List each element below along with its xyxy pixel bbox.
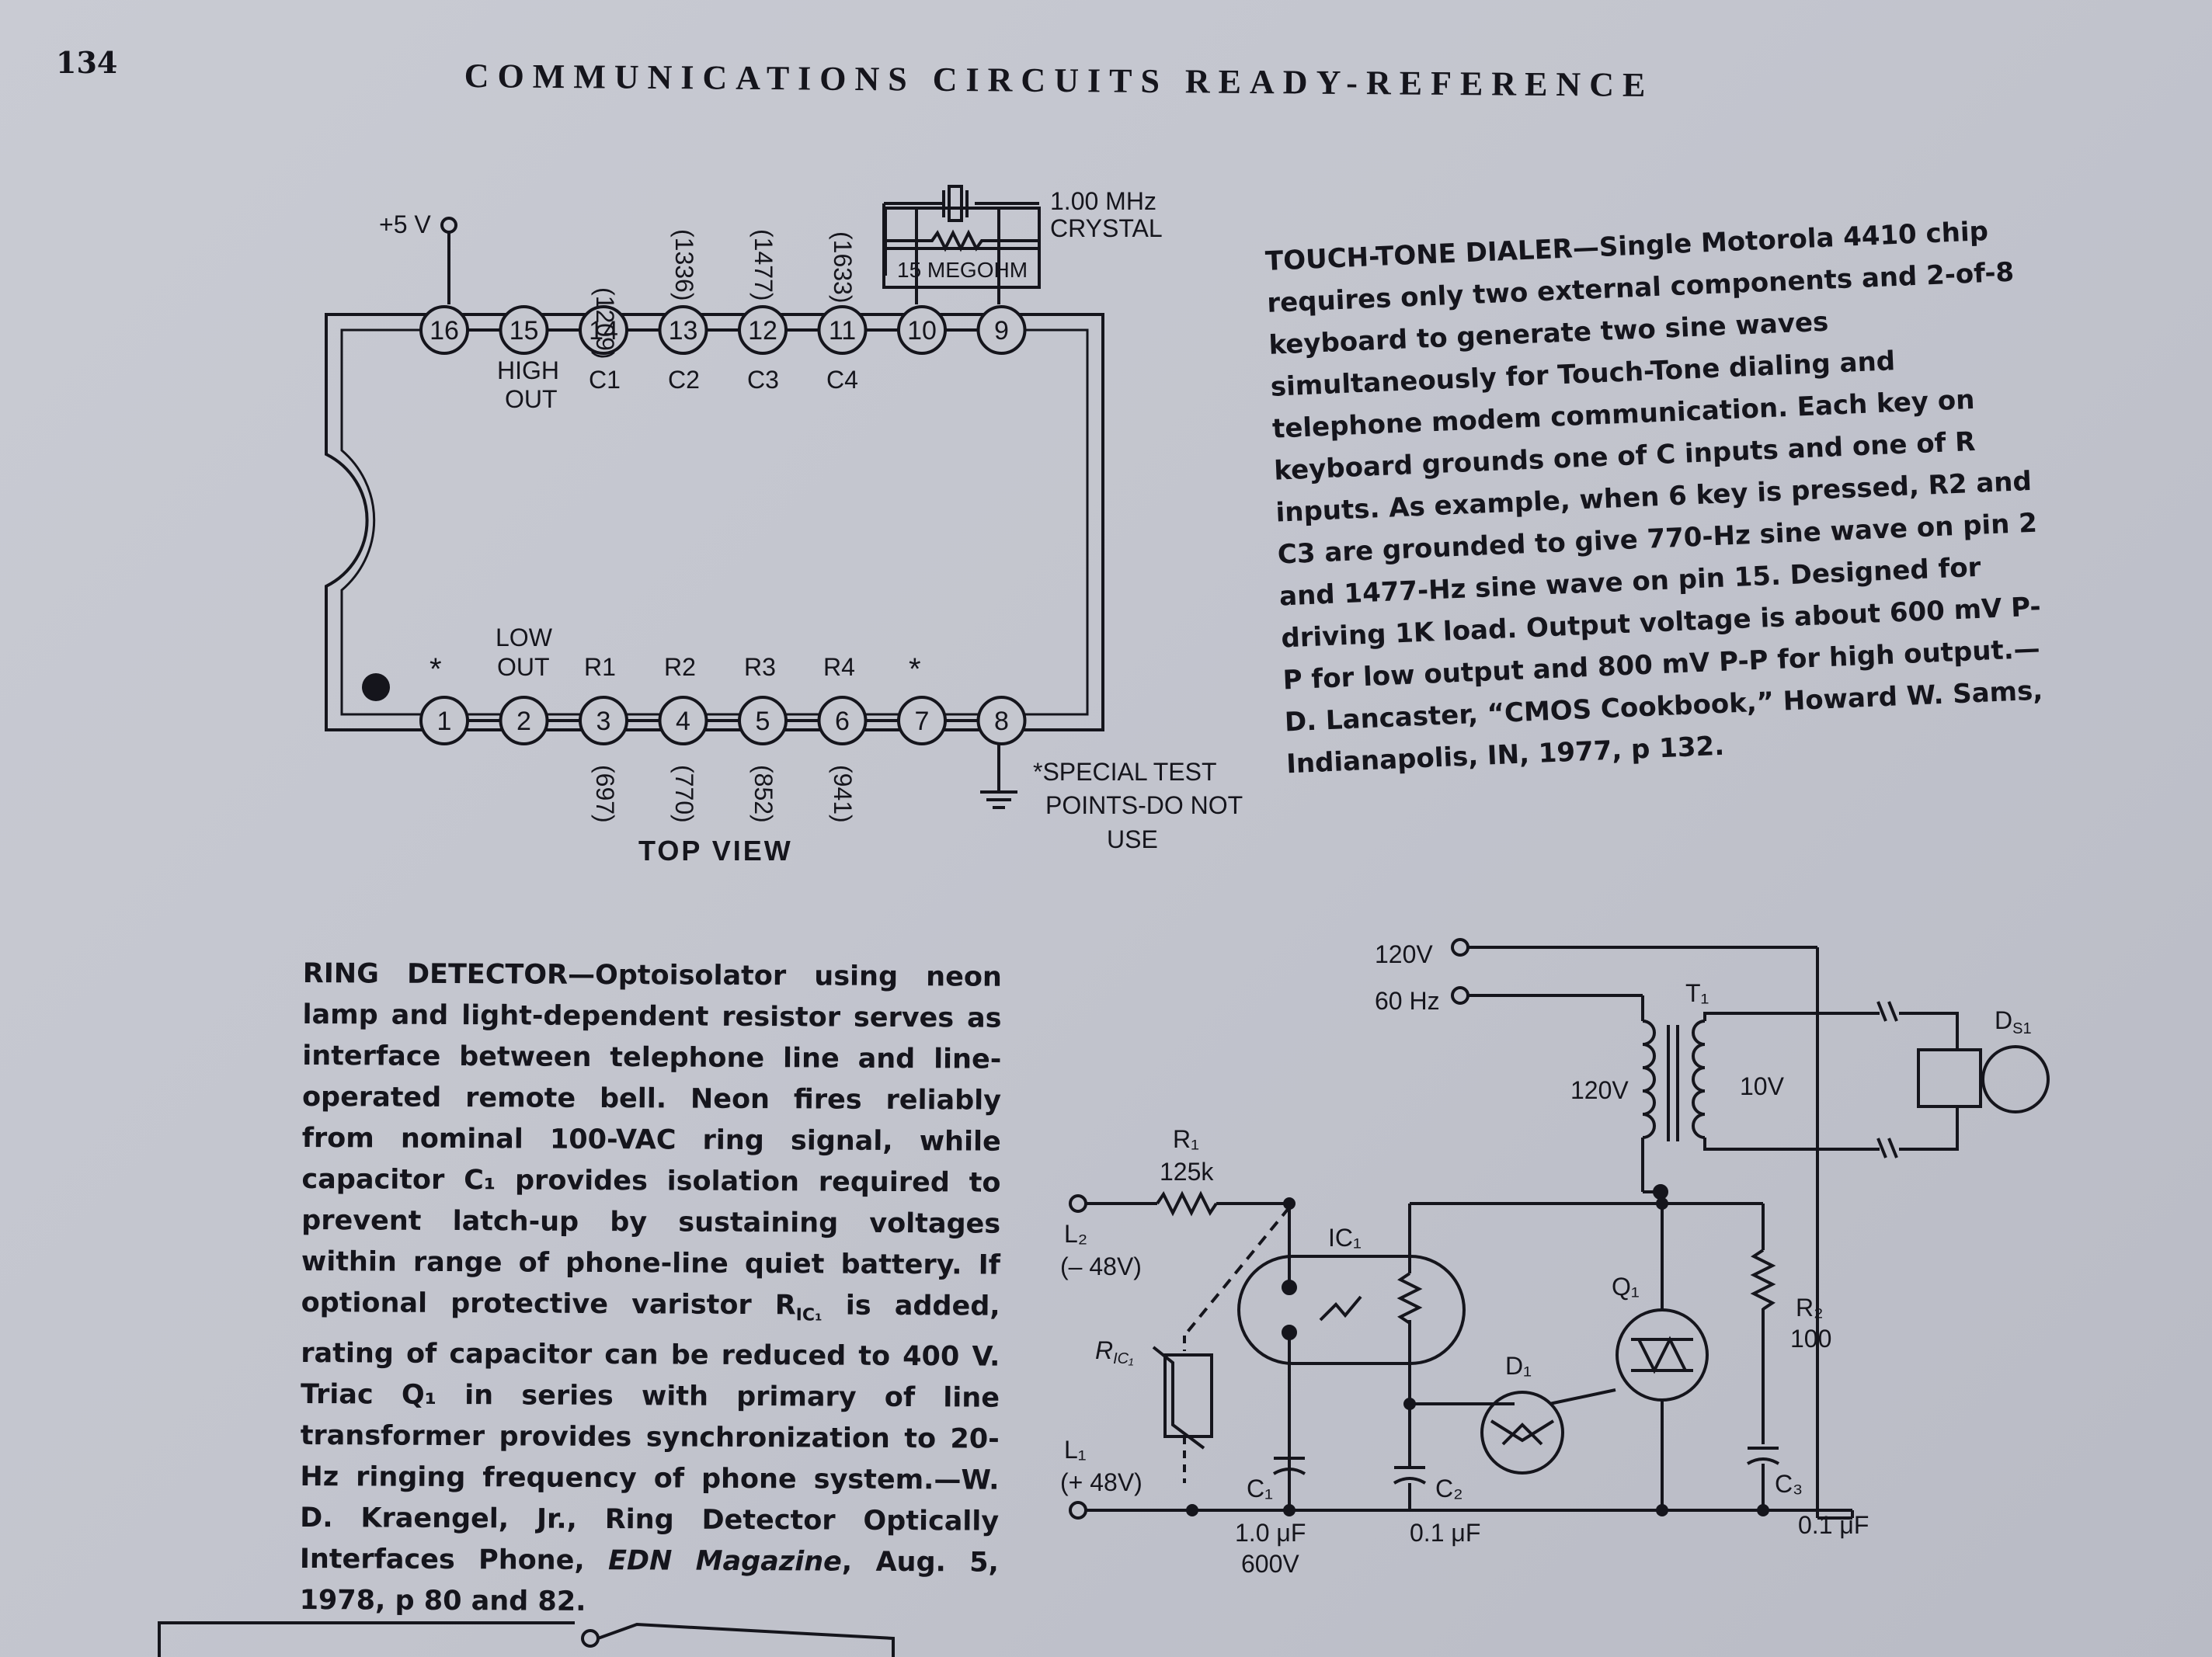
freq-1477: (1477) [750, 229, 777, 301]
c4-label: C4 [826, 366, 858, 394]
label-ic1: IC₁ [1328, 1224, 1362, 1252]
touch-tone-title: TOUCH-TONE DIALER [1264, 233, 1574, 277]
top-pin-row: 16 15 14 13 12 11 10 9 [419, 305, 1027, 355]
top-pin-number: 14 [589, 316, 618, 346]
bottom-pin-row: 1 2 3 4 5 6 7 8 [419, 696, 1027, 745]
top-pin-number: 10 [907, 316, 937, 346]
freq-697: (697) [591, 765, 619, 823]
note-line-1: *SPECIAL TEST [1033, 758, 1217, 786]
label-60hz: 60 Hz [1375, 987, 1440, 1015]
bottom-pin-number: 6 [835, 707, 850, 736]
label-r1-value: 125k [1160, 1158, 1214, 1186]
label-r2-value: 100 [1790, 1325, 1831, 1353]
crystal-label-2: CRYSTAL [1050, 214, 1163, 242]
r2-label: R2 [664, 653, 696, 681]
page-number: 134 [56, 45, 118, 80]
star-1: * [430, 652, 442, 686]
label-primary-120v: 120V [1570, 1076, 1629, 1104]
freq-1209: (1209) [591, 287, 619, 360]
label-r1: R₁ [1173, 1125, 1199, 1153]
label-l1-value: (+ 48V) [1060, 1468, 1143, 1496]
label-c2-value: 0.1 μF [1410, 1519, 1480, 1547]
ring-title: RING DETECTOR [302, 957, 569, 991]
label-secondary-10v: 10V [1740, 1072, 1785, 1100]
bottom-pin-number: 7 [915, 707, 930, 736]
freq-1336: (1336) [670, 229, 698, 301]
ring-detector-caption: RING DETECTOR—Optoisolator using neon la… [299, 954, 1002, 1625]
touch-tone-body: —Single Motorola 4410 chip requires only… [1266, 215, 2043, 780]
r1-label: R1 [584, 653, 616, 681]
label-c2: C₂ [1435, 1475, 1463, 1502]
freq-941: (941) [829, 765, 857, 823]
freq-1633: (1633) [829, 231, 857, 304]
label-120v: 120V [1375, 940, 1433, 968]
label-l2-value: (– 48V) [1060, 1252, 1142, 1280]
freq-770: (770) [670, 765, 698, 823]
supply-label: +5 V [379, 210, 431, 238]
high-out-label: OUT [505, 385, 558, 413]
top-pin-number: 15 [510, 316, 539, 346]
bottom-pin-number: 1 [437, 707, 452, 736]
bottom-pin-number: 8 [994, 707, 1009, 736]
resistor-label: 15 MEGOHM [897, 258, 1028, 282]
star-7: * [909, 652, 921, 686]
top-pin-number: 12 [748, 316, 777, 346]
pin1-dot [362, 673, 390, 701]
freq-852: (852) [750, 765, 777, 823]
label-c3-value: 0.1 μF [1798, 1511, 1869, 1539]
label-c1-voltage: 600V [1241, 1550, 1299, 1578]
r4-label: R4 [823, 653, 855, 681]
ring-body-b: is added, rating of capacitor can be red… [299, 1290, 1000, 1577]
bottom-pin-number: 2 [516, 707, 531, 736]
c1-label: C1 [589, 366, 621, 394]
label-r2: R₂ [1796, 1294, 1824, 1322]
top-pin-9 [976, 305, 1027, 355]
touch-tone-caption: TOUCH-TONE DIALER—Single Motorola 4410 c… [1264, 208, 2064, 785]
chip-outline [325, 313, 1104, 731]
chip-outline-inner [340, 328, 1089, 716]
crystal-label-1: 1.00 MHz [1050, 187, 1156, 215]
note-line-2: POINTS-DO NOT [1045, 791, 1243, 819]
top-pin-number: 11 [829, 316, 856, 346]
ring-citation-journal: EDN Magazine [607, 1545, 842, 1578]
label-t1: T₁ [1685, 979, 1709, 1007]
ring-body-a: —Optoisolator using neon lamp and light-… [301, 959, 1002, 1322]
ring-body-sub: IC₁ [795, 1305, 823, 1325]
low-out-label: OUT [497, 653, 550, 681]
label-c1-value: 1.0 μF [1235, 1519, 1306, 1547]
label-l1: L₁ [1064, 1436, 1087, 1464]
label-c3: C₃ [1775, 1470, 1803, 1498]
top-view-label: TOP VIEW [638, 835, 793, 867]
top-pin-number: 16 [430, 316, 459, 346]
top-pin-number: 9 [994, 316, 1009, 346]
low-label: LOW [496, 624, 553, 651]
c2-label: C2 [668, 366, 700, 394]
c3-label: C3 [747, 366, 779, 394]
label-l2: L₂ [1064, 1220, 1087, 1248]
bottom-pin-8 [976, 696, 1027, 745]
r3-label: R3 [744, 653, 776, 681]
label-d1: D₁ [1505, 1352, 1532, 1380]
bottom-pin-number: 3 [596, 707, 611, 736]
bottom-pin-number: 5 [756, 707, 770, 736]
bottom-pin-number: 4 [676, 707, 690, 736]
note-line-3: USE [1107, 825, 1158, 853]
label-ds1: DS1 [1995, 1006, 2032, 1037]
label-c1: C₁ [1247, 1475, 1273, 1502]
top-pin-number: 13 [669, 316, 698, 346]
label-q1: Q₁ [1612, 1273, 1640, 1301]
label-ric1: RIC₁ [1095, 1336, 1133, 1367]
high-label: HIGH [497, 356, 559, 384]
